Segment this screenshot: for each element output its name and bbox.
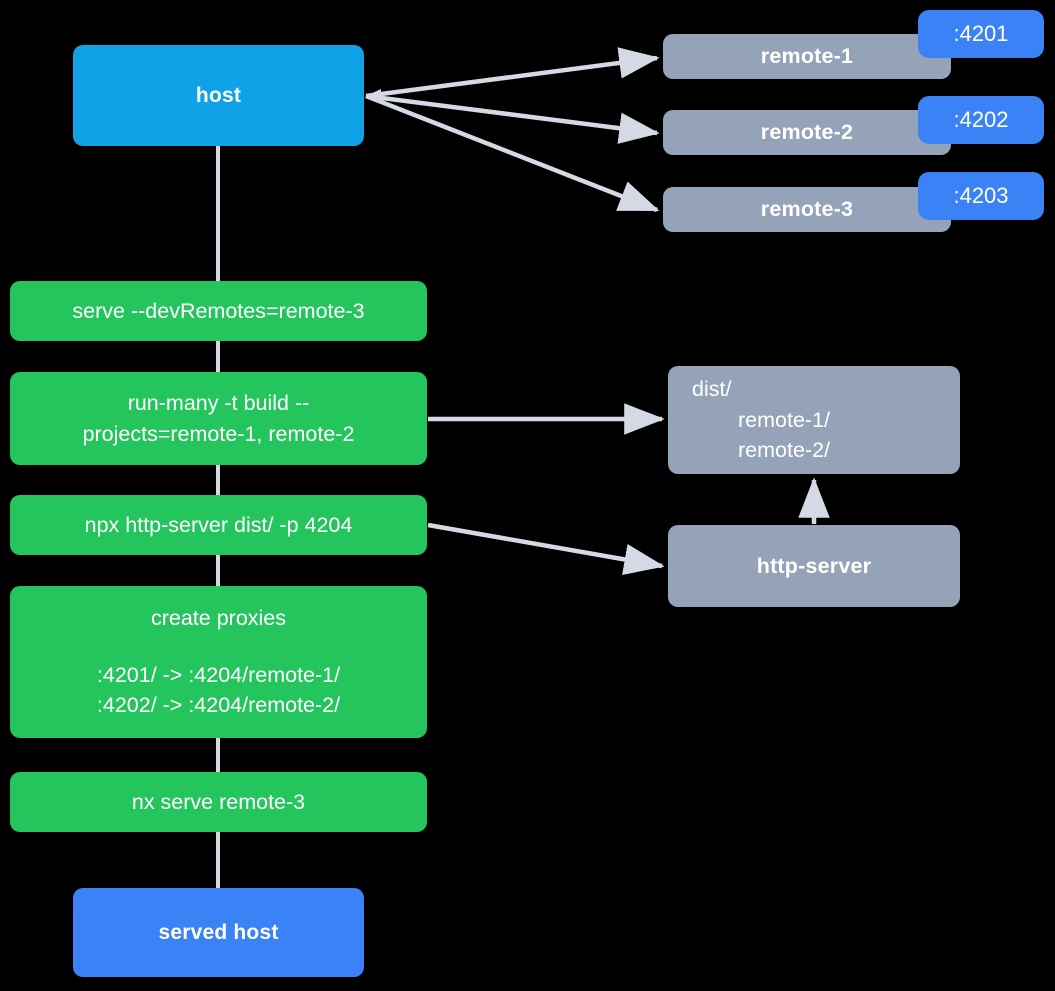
- edge-npx-to-httpserver: [427, 522, 665, 575]
- command-line: serve --devRemotes=remote-3: [72, 298, 365, 323]
- node-command-nx-serve-remote3[interactable]: nx serve remote-3: [10, 772, 427, 832]
- node-remote-2-label: remote-2: [760, 120, 854, 145]
- node-remote-2[interactable]: remote-2: [663, 110, 951, 155]
- host-to-remotes-edges: [365, 47, 660, 213]
- port-badge-remote-1[interactable]: :4201: [918, 10, 1044, 58]
- port-badge-remote-1-label: :4201: [953, 21, 1009, 47]
- command-line: run-many -t build --: [127, 390, 310, 415]
- dist-child-label: remote-2/: [738, 438, 831, 463]
- node-served-host-label: served host: [158, 920, 279, 944]
- edge-host-to-remote-2: [365, 93, 660, 144]
- node-remote-1-label: remote-1: [760, 44, 854, 69]
- node-command-create-proxies[interactable]: create proxies :4201/ -> :4204/remote-1/…: [10, 586, 427, 738]
- edge-host-to-remote-1: [365, 47, 660, 99]
- node-http-server-label: http-server: [756, 553, 872, 578]
- node-remote-3[interactable]: remote-3: [663, 187, 951, 232]
- node-command-npx-http-server[interactable]: npx http-server dist/ -p 4204: [10, 495, 427, 555]
- node-http-server[interactable]: http-server: [668, 525, 960, 607]
- command-title: create proxies: [150, 606, 287, 631]
- edge-host-to-remote-3: [365, 93, 660, 213]
- node-host-label: host: [195, 83, 242, 107]
- port-badge-remote-3-label: :4203: [953, 183, 1009, 209]
- node-command-serve-devremotes[interactable]: serve --devRemotes=remote-3: [10, 281, 427, 341]
- command-line: nx serve remote-3: [131, 789, 306, 814]
- node-dist-folder[interactable]: dist/ remote-1/ remote-2/: [668, 366, 960, 474]
- dist-child-label: remote-1/: [738, 407, 831, 432]
- port-badge-remote-3[interactable]: :4203: [918, 172, 1044, 220]
- command-line: :4201/ -> :4204/remote-1/: [96, 662, 341, 687]
- port-badge-remote-2-label: :4202: [953, 107, 1009, 133]
- command-line: :4202/ -> :4204/remote-2/: [96, 693, 341, 718]
- node-remote-3-label: remote-3: [760, 197, 854, 222]
- command-line: projects=remote-1, remote-2: [82, 421, 355, 446]
- node-host[interactable]: host: [73, 45, 364, 146]
- node-command-run-many-build[interactable]: run-many -t build -- projects=remote-1, …: [10, 372, 427, 465]
- command-line: npx http-server dist/ -p 4204: [84, 512, 353, 537]
- edge-arrowhead-into-host: [366, 89, 381, 103]
- port-badge-remote-2[interactable]: :4202: [918, 96, 1044, 144]
- node-served-host[interactable]: served host: [73, 888, 364, 977]
- dist-root-label: dist/: [692, 377, 732, 402]
- node-remote-1[interactable]: remote-1: [663, 34, 951, 79]
